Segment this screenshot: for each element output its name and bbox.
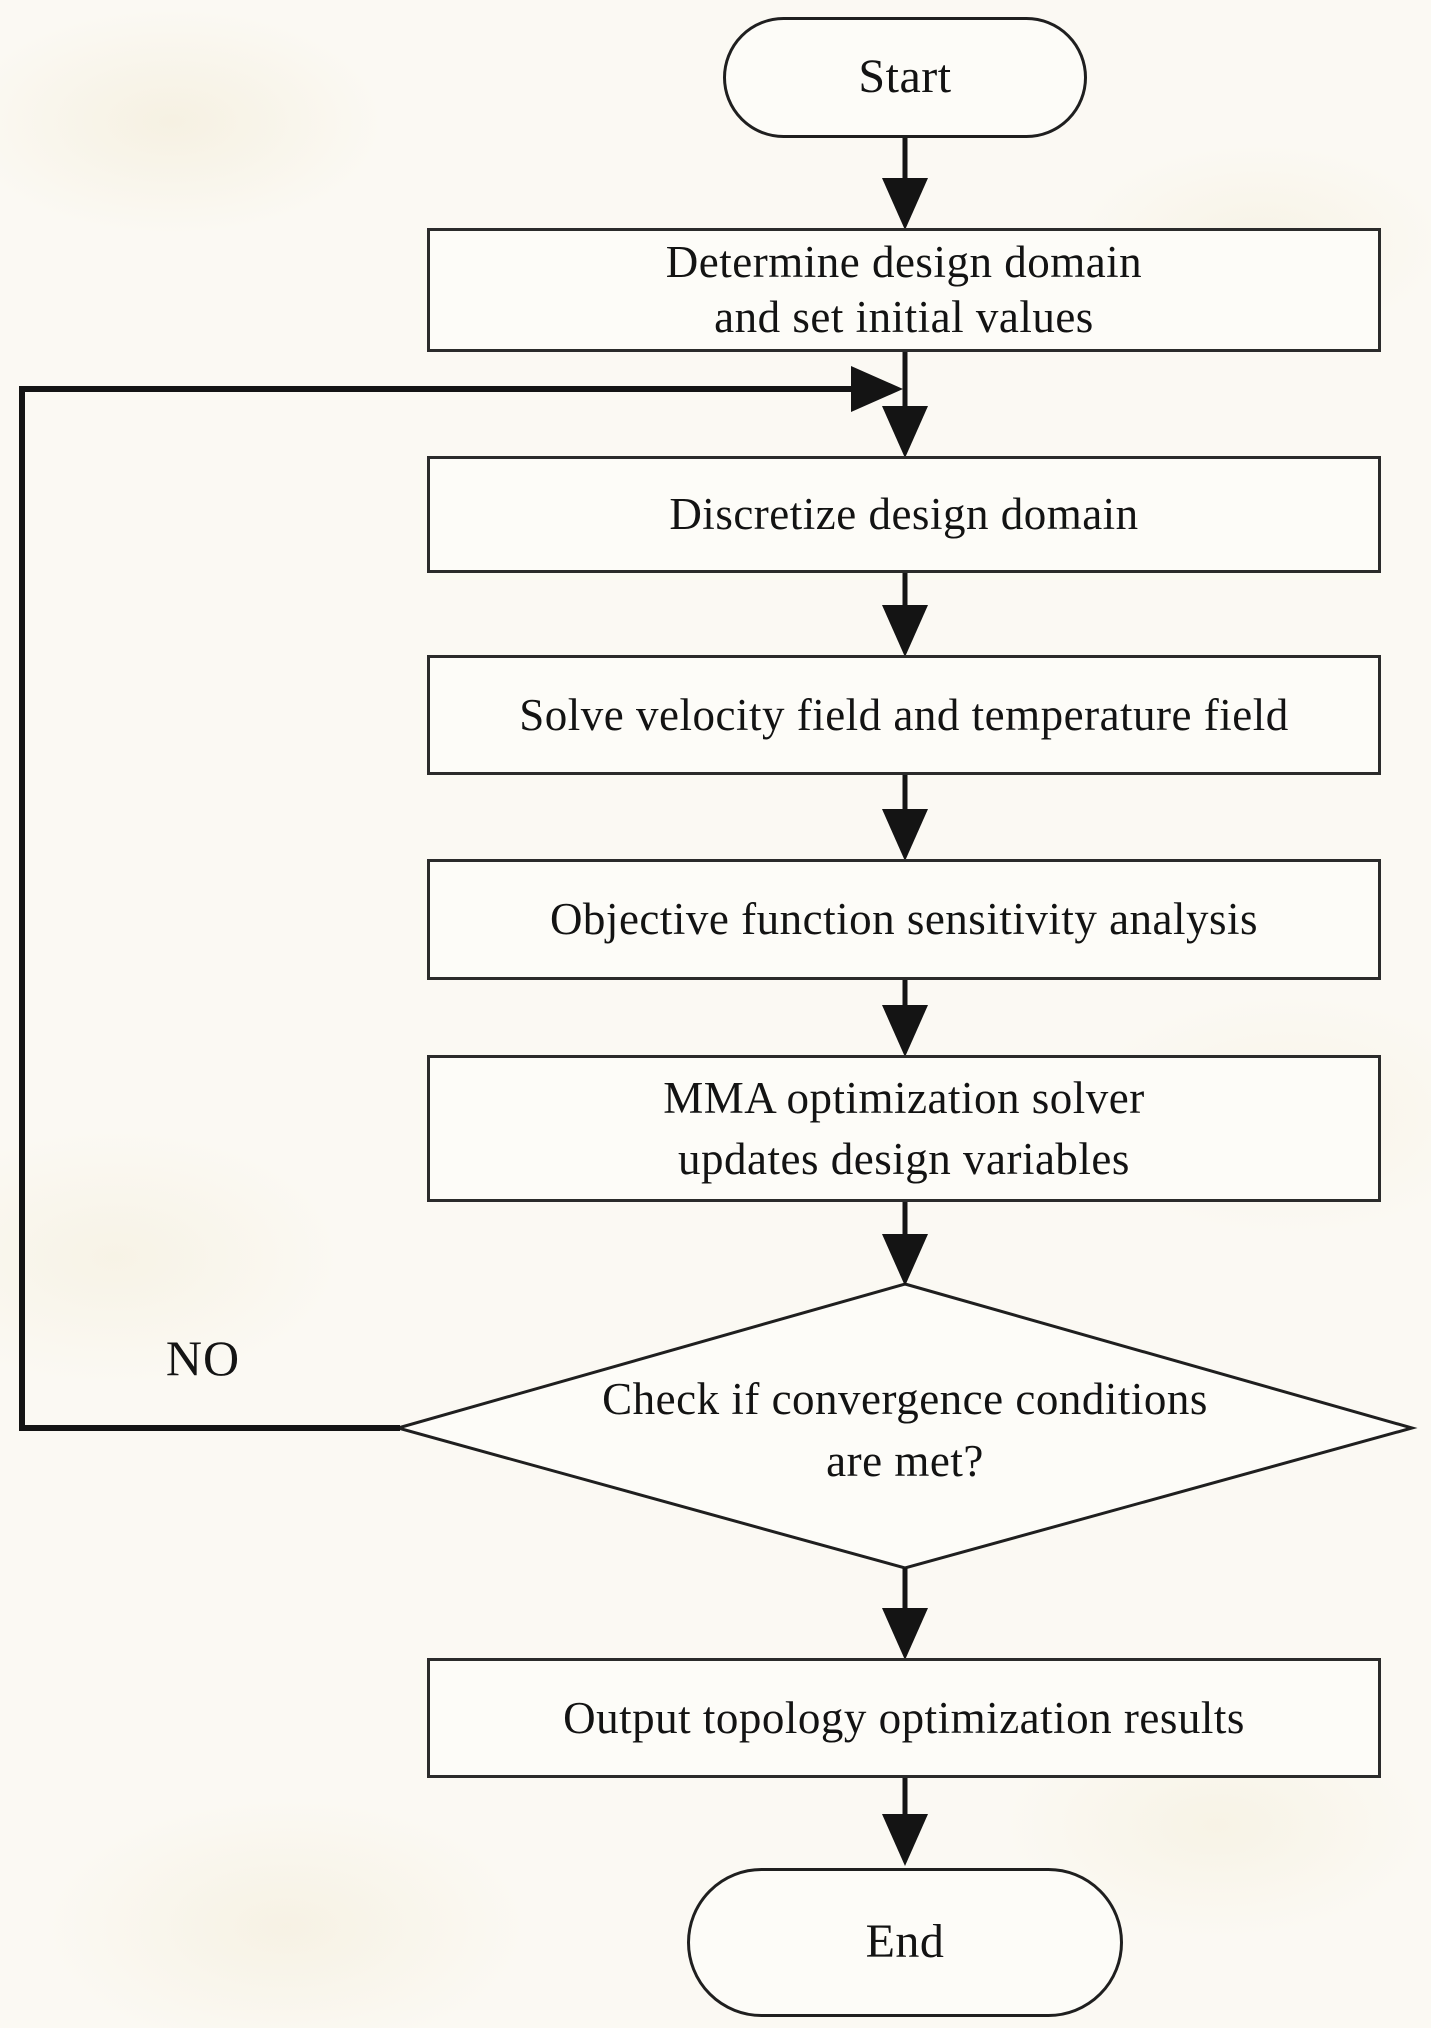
discretize-design-domain-node: Discretize design domain [427, 456, 1381, 573]
mma-solver-node: MMA optimization solver updates design v… [427, 1055, 1381, 1202]
arrowhead-mma [882, 1005, 928, 1057]
no-feedback-arrowhead [851, 366, 903, 412]
output-results-label: Output topology optimization results [563, 1692, 1245, 1743]
solve-fields-node: Solve velocity field and temperature fie… [427, 655, 1381, 775]
no-feedback-line [19, 386, 851, 1431]
end-label: End [865, 1915, 945, 1969]
determine-design-domain-label: Determine design domain and set initial … [665, 237, 1143, 342]
solve-fields-label: Solve velocity field and temperature fie… [519, 689, 1289, 740]
arrowhead-solve [882, 605, 928, 657]
no-edge-label: NO [165, 1330, 241, 1386]
start-label: Start [858, 50, 952, 104]
arrowhead-discretize [882, 406, 928, 458]
start-node: Start [723, 17, 1087, 138]
arrowhead-decision [882, 1234, 928, 1286]
end-node: End [687, 1868, 1123, 2017]
sensitivity-analysis-label: Objective function sensitivity analysis [549, 894, 1259, 945]
discretize-design-domain-label: Discretize design domain [669, 489, 1139, 540]
sensitivity-analysis-node: Objective function sensitivity analysis [427, 859, 1381, 980]
decision-label: Check if convergence conditions are met? [602, 1374, 1208, 1486]
mma-solver-label: MMA optimization solver updates design v… [663, 1072, 1145, 1184]
output-results-node: Output topology optimization results [427, 1658, 1381, 1778]
determine-design-domain-node: Determine design domain and set initial … [427, 228, 1381, 352]
arrowhead-output [882, 1608, 928, 1660]
arrowhead-sensitivity [882, 809, 928, 861]
arrowhead-end [882, 1814, 928, 1866]
arrowhead-determine [882, 178, 928, 230]
